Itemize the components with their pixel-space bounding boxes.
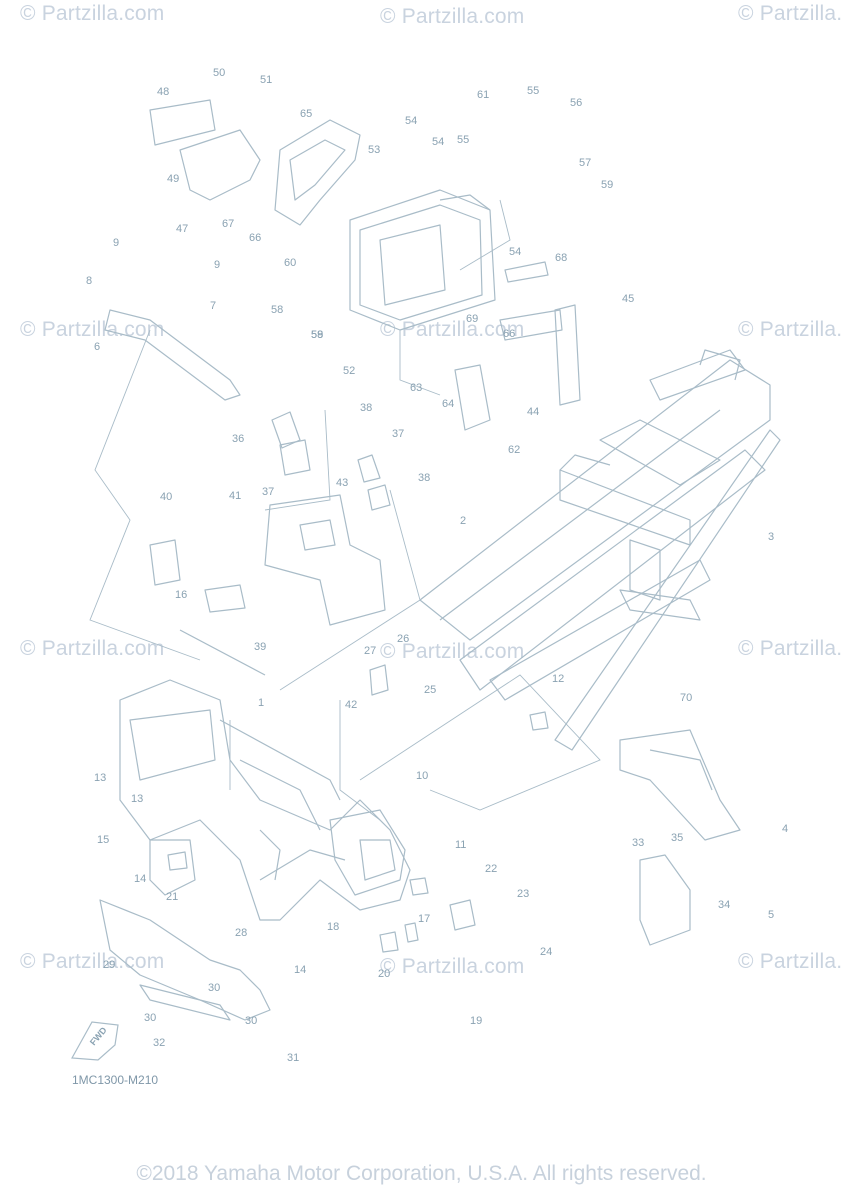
callout-number: 11	[455, 839, 466, 851]
watermark: © Partzilla.com	[738, 318, 843, 341]
callout-number: 30	[245, 1015, 257, 1027]
diagram-code: 1MC1300-M210	[72, 1073, 159, 1087]
callout-number: 27	[364, 645, 376, 657]
callout-number: 9	[214, 259, 220, 271]
callout-number: 31	[287, 1052, 299, 1064]
callout-number: 47	[176, 223, 188, 235]
callout-number: 70	[680, 692, 692, 704]
callout-number: 63	[410, 382, 422, 394]
callout-number: 56	[570, 97, 582, 109]
callout-number: 23	[517, 888, 529, 900]
watermark: © Partzilla.com	[380, 955, 525, 978]
callout-number: 42	[345, 699, 357, 711]
callout-number: 66	[503, 328, 515, 340]
callout-number: 13	[131, 793, 143, 805]
callout-number: 4	[782, 823, 788, 835]
callout-number: 14	[134, 873, 146, 885]
callout-number: 10	[416, 770, 428, 782]
callout-number: 18	[327, 921, 339, 933]
callout-number: 54	[405, 115, 417, 127]
callout-number: 32	[153, 1037, 165, 1049]
callout-number: 68	[555, 252, 567, 264]
callout-number: 60	[284, 257, 296, 269]
callout-number: 8	[86, 275, 92, 287]
callout-number: 30	[144, 1012, 156, 1024]
callout-number: 13	[94, 772, 106, 784]
watermark: © Partzilla.com	[380, 640, 525, 663]
callout-number: 9	[113, 237, 119, 249]
watermark: © Partzilla.com	[20, 950, 165, 973]
callout-number: 69	[466, 313, 478, 325]
callout-number: 45	[622, 293, 634, 305]
callout-number: 62	[508, 444, 520, 456]
watermark: © Partzilla.com	[738, 2, 843, 25]
callout-number: 37	[262, 486, 274, 498]
callout-number: 24	[540, 946, 552, 958]
watermark: © Partzilla.com	[738, 950, 843, 973]
callout-number: 59	[311, 329, 323, 341]
copyright-notice: ©2018 Yamaha Motor Corporation, U.S.A. A…	[136, 1162, 707, 1185]
callout-number: 19	[470, 1015, 482, 1027]
callout-number: 58	[271, 304, 283, 316]
callout-number: 34	[718, 899, 730, 911]
callout-number: 37	[392, 428, 404, 440]
callout-number: 12	[552, 673, 564, 685]
callout-number: 17	[418, 913, 430, 925]
callout-number: 40	[160, 491, 172, 503]
callout-number: 35	[671, 832, 683, 844]
watermark: © Partzilla.com	[380, 5, 525, 28]
callout-number: 1	[258, 697, 264, 709]
callout-number: 41	[229, 490, 241, 502]
callout-number: 29	[103, 959, 115, 971]
watermark: © Partzilla.com	[20, 2, 165, 25]
callout-number: 57	[579, 157, 591, 169]
callout-number: 30	[208, 982, 220, 994]
callout-number: 49	[167, 173, 179, 185]
callout-number: 25	[424, 684, 436, 696]
callout-number: 48	[157, 86, 169, 98]
callout-number: 44	[527, 406, 539, 418]
callout-numbers: 1234567899101112131314141516171819202122…	[86, 67, 788, 1064]
callout-number: 33	[632, 837, 644, 849]
callout-number: 3	[768, 531, 774, 543]
callout-number: 2	[460, 515, 466, 527]
callout-number: 50	[213, 67, 225, 79]
callout-number: 65	[300, 108, 312, 120]
callout-number: 20	[378, 968, 390, 980]
callout-number: 52	[343, 365, 355, 377]
callout-number: 36	[232, 433, 244, 445]
callout-number: 55	[527, 85, 539, 97]
callout-number: 61	[477, 89, 489, 101]
callout-number: 51	[260, 74, 272, 86]
callout-number: 58	[311, 329, 323, 341]
callout-number: 14	[294, 964, 306, 976]
callout-number: 21	[166, 891, 178, 903]
callout-number: 55	[457, 134, 469, 146]
callout-number: 53	[368, 144, 380, 156]
callout-number: 22	[485, 863, 497, 875]
callout-number: 39	[254, 641, 266, 653]
callout-number: 16	[175, 589, 187, 601]
callout-number: 66	[249, 232, 261, 244]
callout-number: 26	[397, 633, 409, 645]
callout-number: 28	[235, 927, 247, 939]
callout-number: 38	[418, 472, 430, 484]
callout-number: 6	[94, 341, 100, 353]
watermark: © Partzilla.com	[738, 637, 843, 660]
callout-number: 54	[432, 136, 444, 148]
watermark: © Partzilla.com	[380, 318, 525, 341]
watermark: © Partzilla.com	[20, 637, 165, 660]
callout-number: 67	[222, 218, 234, 230]
callout-number: 7	[210, 300, 216, 312]
callout-number: 54	[509, 246, 521, 258]
callout-number: 59	[601, 179, 613, 191]
callout-number: 15	[97, 834, 109, 846]
fwd-arrow-label: FWD	[88, 1025, 109, 1048]
callout-number: 38	[360, 402, 372, 414]
callout-number: 5	[768, 909, 774, 921]
callout-number: 64	[442, 398, 454, 410]
callout-number: 43	[336, 477, 348, 489]
